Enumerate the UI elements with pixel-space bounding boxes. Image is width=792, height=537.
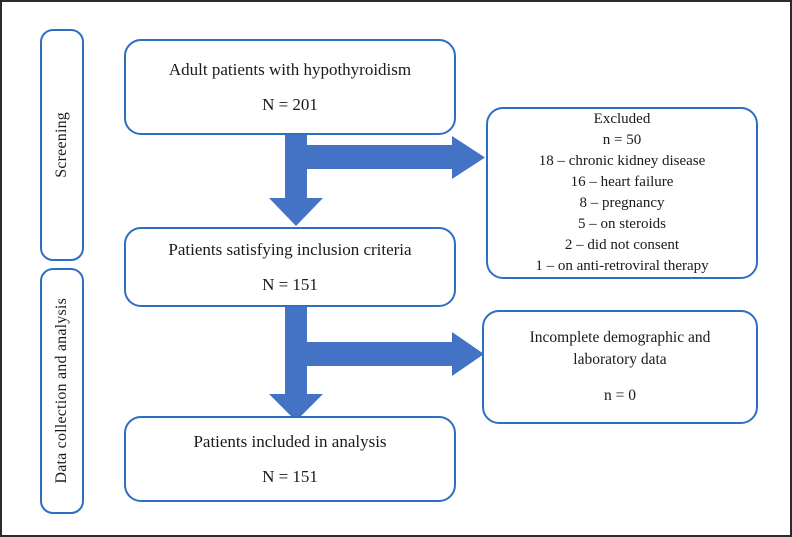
node-inclusion-criteria: Patients satisfying inclusion criteria N… (124, 227, 456, 307)
excluded-reason-heart-failure: 16 – heart failure (570, 174, 674, 190)
excluded-reason-arv: 1 – on anti-retroviral therapy (535, 258, 709, 274)
node-inclusion-criteria-title: Patients satisfying inclusion criteria (168, 239, 412, 259)
stage-label-data-collection-text: Data collection and analysis (53, 298, 70, 484)
node-adult-patients: Adult patients with hypothyroidism N = 2… (124, 39, 456, 135)
excluded-reason-pregnancy: 8 – pregnancy (579, 195, 665, 211)
arrow-collection-branch (269, 306, 484, 421)
excluded-reason-ckd: 18 – chronic kidney disease (538, 153, 706, 169)
node-included-analysis-title: Patients included in analysis (193, 431, 387, 451)
node-included-analysis-count: N = 151 (262, 466, 318, 486)
node-excluded: Excluded n = 50 18 – chronic kidney dise… (486, 107, 758, 279)
excluded-reason-consent: 2 – did not consent (564, 237, 680, 253)
stage-label-screening: Screening (40, 29, 84, 261)
stage-label-data-collection: Data collection and analysis (40, 268, 84, 514)
excluded-reason-steroids: 5 – on steroids (578, 216, 666, 232)
node-included-analysis: Patients included in analysis N = 151 (124, 416, 456, 502)
incomplete-data-count: n = 0 (604, 387, 636, 404)
node-inclusion-criteria-count: N = 151 (262, 274, 318, 294)
stage-label-screening-text: Screening (53, 112, 70, 178)
incomplete-data-title: Incomplete demographic and laboratory da… (529, 329, 711, 368)
excluded-title: Excluded (593, 111, 651, 127)
node-adult-patients-title: Adult patients with hypothyroidism (168, 59, 412, 79)
node-adult-patients-count: N = 201 (262, 94, 318, 114)
node-incomplete-data: Incomplete demographic and laboratory da… (482, 310, 758, 424)
arrow-screening-branch (269, 135, 485, 226)
excluded-count: n = 50 (602, 132, 642, 148)
